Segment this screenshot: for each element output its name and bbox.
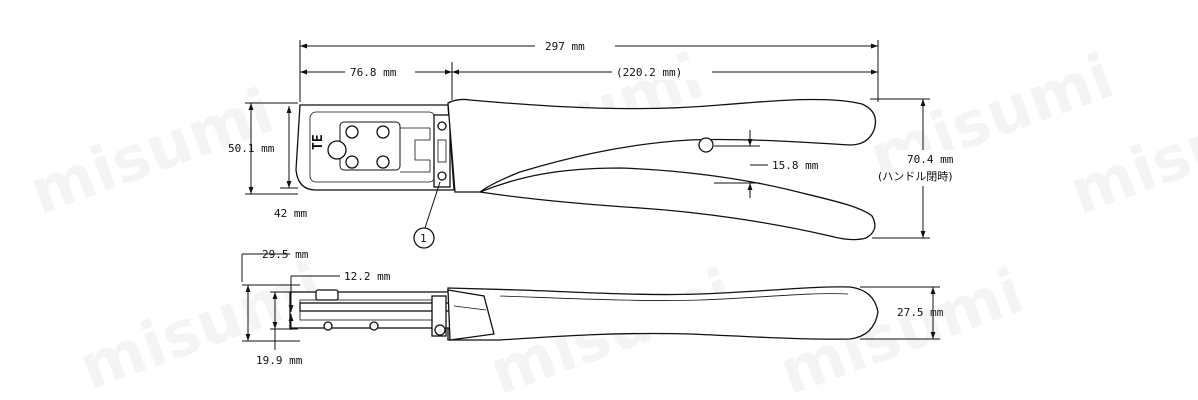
callout-number: 1	[420, 232, 427, 245]
tool-side-view: TE	[295, 98, 877, 241]
bottom-view-dimensions: 29.5 mm 12.2 mm 19.9 mm 27.5 mm	[241, 248, 944, 367]
bottom-die-plate	[299, 302, 451, 312]
dim-handle-length: (220.2 mm)	[616, 66, 682, 79]
dim-handle-gap: 15.8 mm	[772, 159, 819, 172]
upper-handle	[447, 98, 877, 193]
ratchet-screw	[437, 171, 447, 181]
dim-closed-height: 70.4 mm	[907, 153, 954, 166]
pivot-pin	[698, 137, 714, 153]
ratchet-screw	[437, 121, 447, 131]
watermark-layer: misumi misumi misumi misumi misumi misum…	[20, 39, 1198, 400]
die-hole	[376, 155, 390, 169]
bottom-link	[447, 289, 495, 341]
die-hole	[345, 155, 359, 169]
die-hole	[376, 125, 390, 139]
ratchet-slot	[437, 139, 447, 163]
bottom-handle-body	[447, 286, 879, 341]
lower-handle	[477, 167, 876, 241]
callout-leader	[423, 181, 441, 232]
dim-head-height: 50.1 mm	[228, 142, 275, 155]
dim-bottom-width: 29.5 mm	[262, 248, 309, 261]
die-center	[327, 140, 347, 160]
dim-closed-note: (ハンドル閉時)	[878, 170, 953, 183]
ratchet-plate	[433, 114, 451, 188]
tool-top-view	[289, 286, 879, 341]
brand-logo: TE	[311, 134, 326, 150]
head-frame	[295, 104, 455, 191]
die-hole	[345, 125, 359, 139]
adjust-knob	[315, 289, 339, 301]
dim-bottom-inner: 12.2 mm	[344, 270, 391, 283]
bottom-handle-edge	[499, 293, 849, 301]
die-profile	[400, 127, 431, 173]
callout-circle	[413, 227, 435, 249]
top-view-dimensions: 297 mm 76.8 mm (220.2 mm) 50.1 mm 42 mm …	[228, 38, 975, 249]
bottom-screw	[369, 321, 379, 331]
dim-bottom-die: 19.9 mm	[256, 354, 303, 367]
dim-bottom-handle: 27.5 mm	[897, 306, 944, 319]
dim-head-length: 76.8 mm	[350, 66, 397, 79]
dim-total-length: 297 mm	[545, 40, 585, 53]
bottom-screw	[323, 321, 333, 331]
bottom-pivot	[434, 324, 446, 336]
dim-head-depth: 42 mm	[274, 207, 307, 220]
